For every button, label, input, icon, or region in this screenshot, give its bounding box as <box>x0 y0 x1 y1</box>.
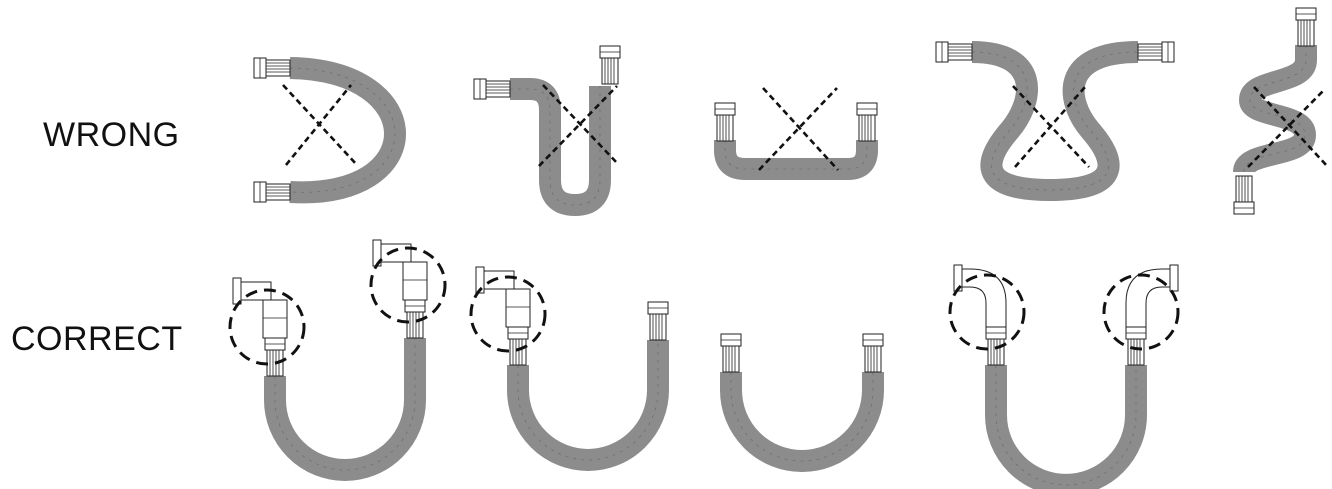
hose <box>264 338 426 481</box>
correct-config-4 <box>948 264 1180 489</box>
elbow-adapter <box>232 277 288 339</box>
wrong-config-3 <box>714 87 878 180</box>
hose <box>720 372 884 472</box>
wrong-config-1 <box>253 57 406 204</box>
hose-fitting <box>253 181 291 203</box>
wrong-config-5 <box>1233 7 1329 215</box>
correct-label: CORRECT <box>11 320 183 358</box>
correct-config-2 <box>469 266 669 471</box>
hose-fitting <box>862 333 884 373</box>
hose-fitting <box>473 78 511 100</box>
hose-fitting <box>1125 326 1147 366</box>
elbow-adapter <box>953 264 1007 328</box>
highlight-circle <box>469 275 547 353</box>
hose-fitting <box>856 102 878 142</box>
hose-fitting <box>647 301 669 341</box>
hose-fitting <box>1137 41 1175 63</box>
hose-fitting <box>714 102 736 142</box>
hose <box>985 365 1147 489</box>
hose <box>289 57 406 204</box>
hose-fitting <box>253 57 291 79</box>
hose <box>510 78 611 217</box>
elbow-adapter <box>1125 264 1179 328</box>
correct-config-3 <box>720 333 884 472</box>
elbow-adapter <box>372 239 428 301</box>
hose-fitting <box>720 333 742 373</box>
wrong-label: WRONG <box>43 116 180 154</box>
hose-fitting <box>935 41 973 63</box>
highlight-circle <box>948 273 1026 351</box>
highlight-circle <box>228 288 306 366</box>
wrong-config-4 <box>935 41 1175 202</box>
hose <box>714 140 878 180</box>
hose <box>1233 45 1317 175</box>
elbow-adapter <box>475 266 531 328</box>
highlight-circle <box>1102 273 1180 351</box>
hose-fitting <box>264 337 286 377</box>
highlight-circle <box>369 246 447 324</box>
correct-config-1 <box>228 239 447 481</box>
hose <box>507 340 669 471</box>
wrong-config-2 <box>473 45 621 217</box>
hose-fitting <box>1233 175 1255 215</box>
hose-fitting <box>1295 7 1317 47</box>
hose-fitting <box>599 45 621 85</box>
